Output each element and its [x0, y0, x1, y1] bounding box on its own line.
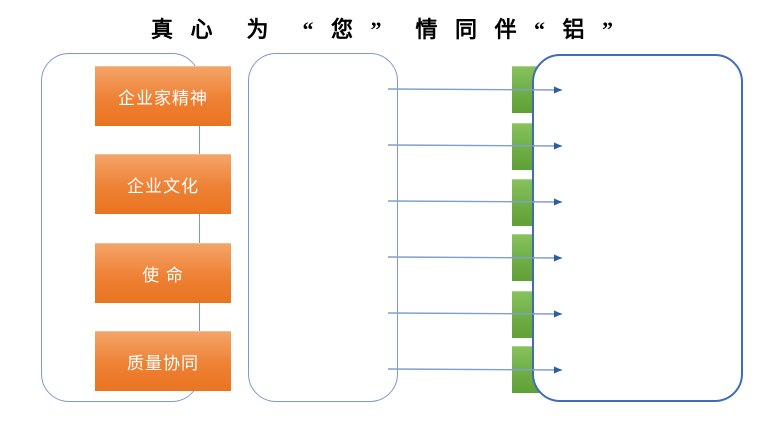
value-box: 使 命	[95, 243, 231, 303]
roles-group-container: 上 帝 盟 友 家 人 兄 弟 守护者 使 者	[532, 54, 743, 402]
value-box: 企业家精神	[95, 66, 231, 126]
stakeholders-group-container: 顾 客 供应商 员 工 竞争对手 环境资源 社 区	[248, 53, 637, 402]
diagram-title: 真 心 为 “ 您 ” 情 同 伴 “ 铝 ”	[150, 17, 619, 42]
values-group-container: 企业家精神 企业文化 使 命 质量协同	[41, 53, 231, 402]
value-box: 企业文化	[95, 154, 231, 214]
value-box: 质量协同	[95, 331, 231, 391]
